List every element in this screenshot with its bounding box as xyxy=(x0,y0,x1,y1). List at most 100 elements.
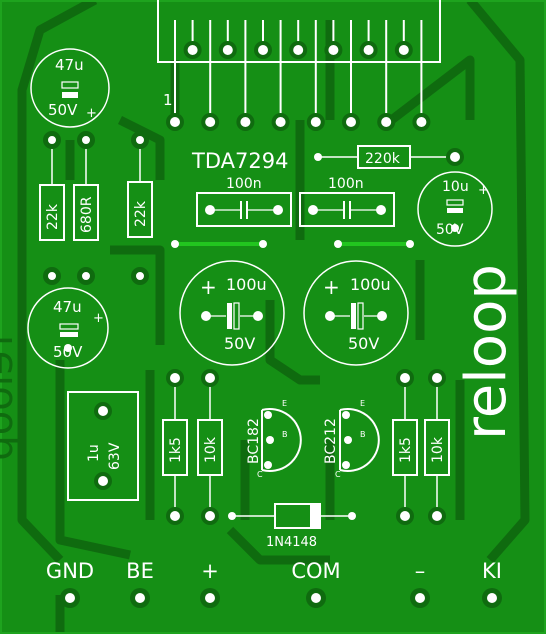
svg-text:100u: 100u xyxy=(350,275,391,294)
resistor-220k: 220k xyxy=(314,145,464,169)
terminal-4: – xyxy=(410,559,430,608)
svg-text:C: C xyxy=(257,470,263,479)
svg-text:100n: 100n xyxy=(328,176,364,192)
svg-text:100u: 100u xyxy=(226,275,267,294)
resistor-10k-a: 10k xyxy=(197,378,223,516)
svg-text:220k: 220k xyxy=(365,151,401,167)
solder-pad xyxy=(205,511,215,521)
ic-pin-pad xyxy=(187,45,198,55)
svg-text:B: B xyxy=(282,430,288,439)
svg-text:1k5: 1k5 xyxy=(168,437,184,463)
svg-text:+: + xyxy=(323,275,340,299)
terminal-label: KI xyxy=(482,559,502,583)
svg-text:10k: 10k xyxy=(430,436,446,463)
solder-pad xyxy=(400,373,410,383)
svg-text:E: E xyxy=(282,399,287,408)
diode-1n4148: 1N4148 xyxy=(228,503,356,550)
terminal-0: GND xyxy=(46,559,94,608)
solder-pad xyxy=(400,511,410,521)
resistor-22k-a: 22k xyxy=(39,140,65,241)
terminal-label: GND xyxy=(46,559,94,583)
cap-10u-right: 10u + 50V xyxy=(417,171,493,247)
solder-pad xyxy=(170,511,180,521)
terminal-5: KI xyxy=(482,559,502,608)
resistor-10k-b: 10k xyxy=(424,378,450,516)
jumper-wires xyxy=(171,240,414,248)
svg-text:E: E xyxy=(360,399,365,408)
solder-pad xyxy=(432,373,442,383)
terminal-pad xyxy=(487,593,497,603)
svg-text:100n: 100n xyxy=(226,176,262,192)
cap-100u-big-right: + 100u 50V xyxy=(303,260,409,366)
svg-text:10k: 10k xyxy=(203,436,219,463)
ic-pin-pad xyxy=(240,117,251,127)
cap-film-100n-left: 100n xyxy=(196,176,292,227)
terminal-pad xyxy=(415,593,425,603)
resistor-1k5-a: 1k5 xyxy=(162,378,188,516)
svg-text:680R: 680R xyxy=(79,196,95,233)
ic-pin-pad xyxy=(205,117,216,127)
cap-film-100n-right: 100n xyxy=(299,176,395,227)
svg-text:50V: 50V xyxy=(224,334,255,353)
terminal-3: COM xyxy=(291,559,341,608)
svg-text:+: + xyxy=(478,183,489,198)
svg-text:1N4148: 1N4148 xyxy=(266,535,317,550)
svg-text:50V: 50V xyxy=(348,334,379,353)
svg-text:47u: 47u xyxy=(53,298,82,316)
resistor-680r: 680R xyxy=(73,140,99,241)
svg-text:C: C xyxy=(335,470,341,479)
svg-text:50V: 50V xyxy=(436,222,464,238)
svg-text:1u: 1u xyxy=(86,444,102,462)
svg-text:BC212: BC212 xyxy=(323,418,339,464)
terminal-label: COM xyxy=(291,559,340,583)
solder-pad xyxy=(432,511,442,521)
resistor-1k5-b: 1k5 xyxy=(392,378,418,516)
cap-47u-top-left: 47u 50V + xyxy=(30,48,110,128)
brand-logo: reloop xyxy=(454,264,519,440)
ic-pin-pad xyxy=(310,117,321,127)
svg-text:50V: 50V xyxy=(48,101,78,119)
ic-pin-pad xyxy=(398,45,409,55)
cap-100u-big-left: + 100u 50V xyxy=(179,260,285,366)
svg-text:+: + xyxy=(86,106,97,121)
ic-pin-pad xyxy=(293,45,304,55)
svg-text:10u: 10u xyxy=(442,179,469,195)
solder-pad xyxy=(170,373,180,383)
ic-body xyxy=(157,0,441,131)
terminal-1: BE xyxy=(126,559,154,608)
resistor-22k-b: 22k xyxy=(127,140,153,238)
svg-text:63V: 63V xyxy=(107,442,123,470)
terminal-label: BE xyxy=(126,559,154,583)
terminal-label: – xyxy=(415,559,426,583)
terminal-pad xyxy=(311,593,321,603)
svg-text:+: + xyxy=(93,311,104,326)
ic-label: TDA7294 xyxy=(191,149,288,173)
terminal-2: + xyxy=(200,559,220,608)
svg-text:22k: 22k xyxy=(45,203,61,230)
pin1-label: 1 xyxy=(163,91,173,109)
solder-pad xyxy=(205,373,215,383)
ic-pin-pad xyxy=(381,117,392,127)
cap-47u-left-mid: 47u + 50V xyxy=(27,287,109,369)
terminal-pad xyxy=(205,593,215,603)
svg-text:B: B xyxy=(360,430,366,439)
ic-pin-pad xyxy=(275,117,286,127)
copper-traces xyxy=(17,0,530,634)
ic-pin-pad xyxy=(328,45,339,55)
svg-text:+: + xyxy=(200,275,217,299)
ic-pin-pad xyxy=(222,45,233,55)
svg-text:47u: 47u xyxy=(55,56,84,74)
ic-pin-pad xyxy=(416,117,427,127)
cap-box-1u: 1u 63V xyxy=(67,391,139,501)
terminal-row: GND BE + COM – KI xyxy=(46,559,502,608)
ic-pin-pad xyxy=(363,45,374,55)
transistor-bc182: BC182 E B C xyxy=(246,399,302,479)
svg-text:1k5: 1k5 xyxy=(398,437,414,463)
ic-pin-pad xyxy=(258,45,268,55)
brand-logo-mirrored: reloop xyxy=(0,335,22,461)
svg-text:BC182: BC182 xyxy=(246,418,262,464)
ic-pin-pad xyxy=(346,117,356,127)
